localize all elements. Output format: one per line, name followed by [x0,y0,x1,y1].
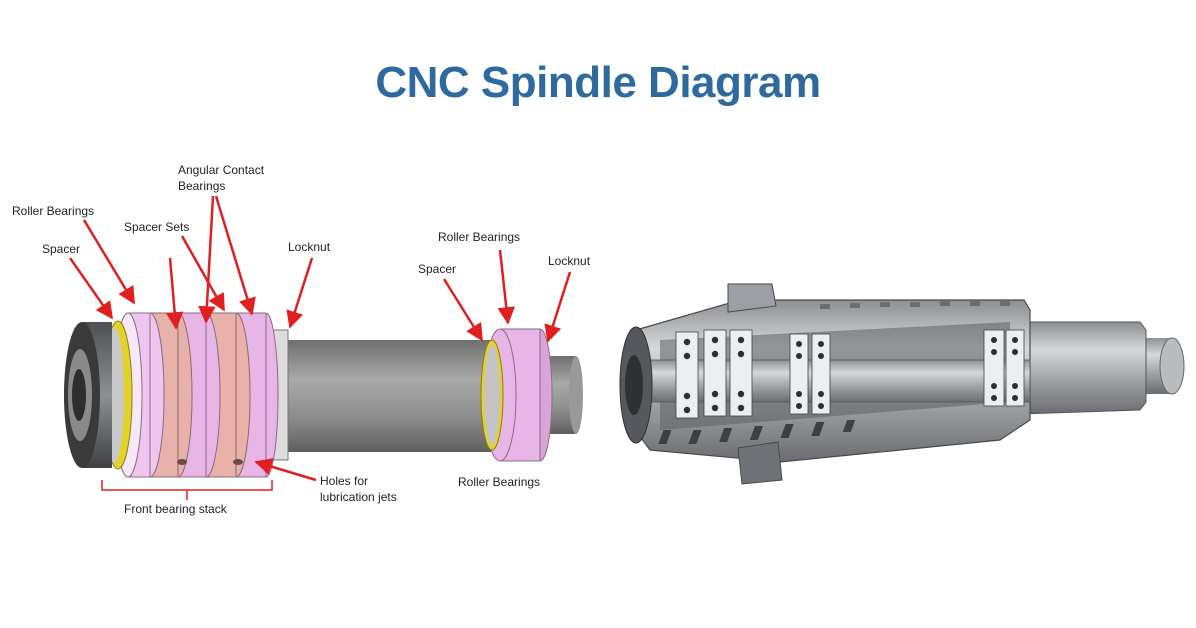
page-title: CNC Spindle Diagram [375,58,821,107]
cutaway-bearings [675,329,1025,419]
label-holes-2: lubrication jets [320,490,397,504]
label-roller-bearings-rear-bottom: Roller Bearings [458,475,541,489]
cutaway-spindle [619,283,1185,485]
label-angular-contact-1: Angular Contact [178,163,265,177]
lube-hole [177,459,187,465]
label-roller-bearings-front: Roller Bearings [12,204,95,218]
label-spacer-sets: Spacer Sets [124,220,190,234]
callout-arrows [68,195,572,482]
label-roller-bearings-rear-top: Roller Bearings [438,230,521,244]
label-angular-contact-2: Bearings [178,179,226,193]
label-front-bearing-stack: Front bearing stack [124,502,227,516]
lube-hole [233,459,243,465]
label-locknut-front: Locknut [288,240,331,254]
label-locknut-rear: Locknut [548,254,591,268]
label-spacer-rear: Spacer [418,262,457,276]
cooling-slots [658,420,856,444]
bearing-balls [683,336,1018,414]
label-spacer-front: Spacer [42,242,81,256]
front-stack-bracket [101,480,273,491]
label-holes-1: Holes for [320,474,369,488]
shaft [270,340,492,452]
schematic-spindle [64,312,583,500]
